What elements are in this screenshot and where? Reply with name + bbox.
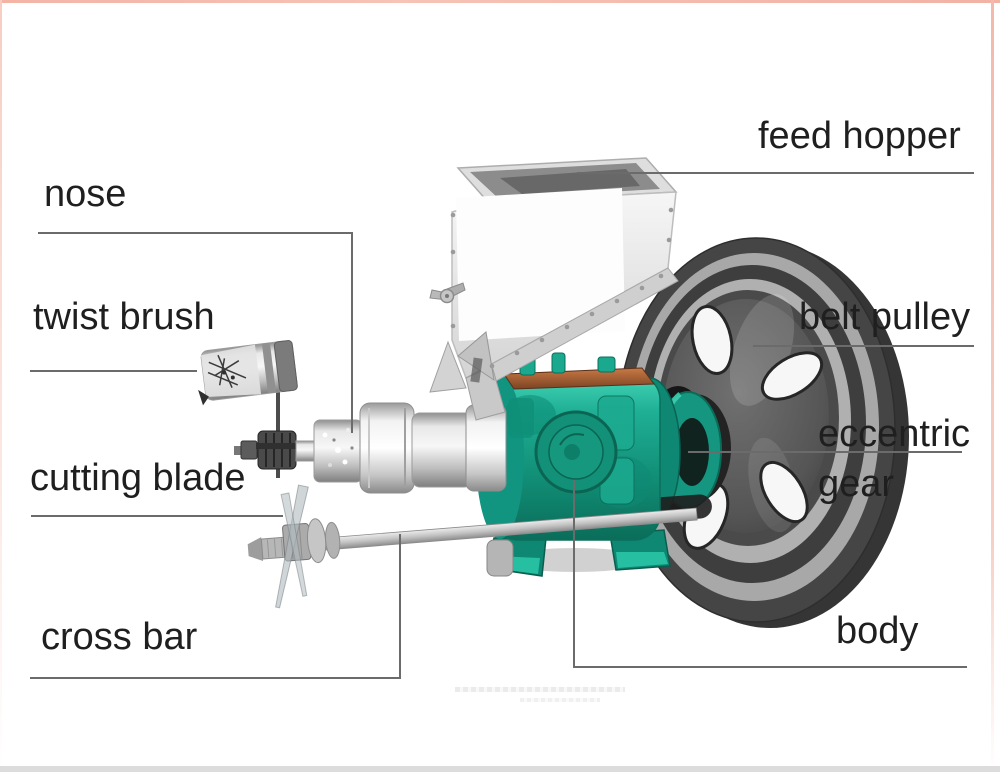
feed-hopper-illustration xyxy=(429,157,679,421)
nose-illustration xyxy=(234,390,507,494)
brush-bristles xyxy=(207,354,247,389)
twist-brush-illustration xyxy=(198,340,298,406)
bottom-border xyxy=(0,766,1000,772)
right-border xyxy=(991,0,994,772)
left-border xyxy=(0,0,2,772)
top-border xyxy=(0,0,1000,3)
label-eccentric-gear-line2: gear xyxy=(818,463,895,505)
label-cutting-blade: cutting blade xyxy=(30,457,246,499)
leader-body xyxy=(573,480,967,668)
label-twist-brush: twist brush xyxy=(33,296,215,338)
cutting-blade-illustration xyxy=(275,484,309,609)
label-body: body xyxy=(836,610,919,652)
leader-lines xyxy=(30,172,974,679)
hopper-wing-nut xyxy=(429,282,466,304)
label-feed-hopper: feed hopper xyxy=(758,115,961,157)
watermark-line xyxy=(455,687,625,692)
hopper-rivets xyxy=(450,207,674,369)
label-cross-bar: cross bar xyxy=(41,616,198,658)
watermark-line xyxy=(520,698,600,702)
leader-cross-bar xyxy=(30,534,401,679)
label-nose: nose xyxy=(44,173,127,215)
label-belt-pulley: belt pulley xyxy=(799,296,971,338)
machine-body-illustration xyxy=(476,352,712,577)
leader-nose xyxy=(38,232,353,433)
label-eccentric-gear-line1: eccentric xyxy=(818,413,971,455)
